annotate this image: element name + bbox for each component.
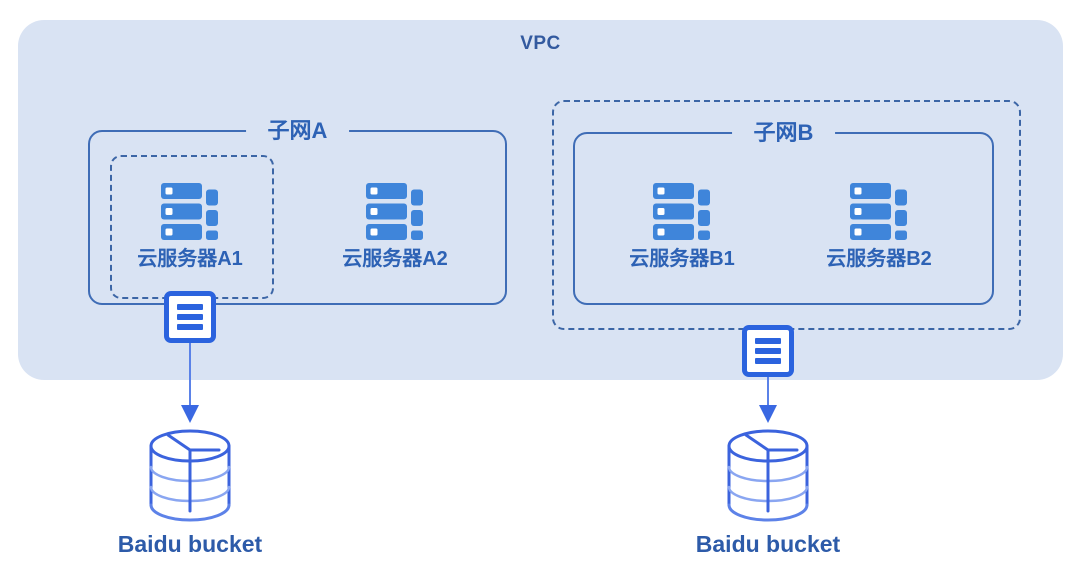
subnet-b-box: 子网B	[573, 119, 994, 305]
gateway-bar	[177, 304, 203, 310]
server-icon	[161, 183, 218, 240]
gateway-bar	[755, 358, 781, 364]
connector-line-a	[189, 343, 191, 406]
connector-line-b	[767, 377, 769, 406]
storage-bucket-icon	[727, 429, 809, 522]
server-a1-label: 云服务器A1	[137, 248, 243, 270]
bucket-a-label: Baidu bucket	[117, 531, 263, 557]
gateway-endpoint-icon	[742, 325, 794, 377]
server-icon	[366, 183, 423, 240]
gateway-bar	[177, 314, 203, 320]
vpc-title: VPC	[520, 33, 561, 54]
bucket-b-label: Baidu bucket	[695, 531, 841, 557]
gateway-bar	[755, 338, 781, 344]
server-icon	[653, 183, 710, 240]
gateway-endpoint-icon	[164, 291, 216, 343]
gateway-bar	[755, 348, 781, 354]
subnet-a-label: 子网A	[245, 117, 350, 145]
subnet-b-label: 子网B	[731, 119, 836, 147]
server-b2-label: 云服务器B2	[826, 248, 932, 270]
gateway-bar	[177, 324, 203, 330]
arrow-down-icon	[759, 405, 777, 423]
server-a2-label: 云服务器A2	[342, 248, 448, 270]
arrow-down-icon	[181, 405, 199, 423]
storage-bucket-icon	[149, 429, 231, 522]
server-icon	[850, 183, 907, 240]
subnet-a-box: 子网A	[88, 117, 507, 305]
server-b1-label: 云服务器B1	[629, 248, 735, 270]
